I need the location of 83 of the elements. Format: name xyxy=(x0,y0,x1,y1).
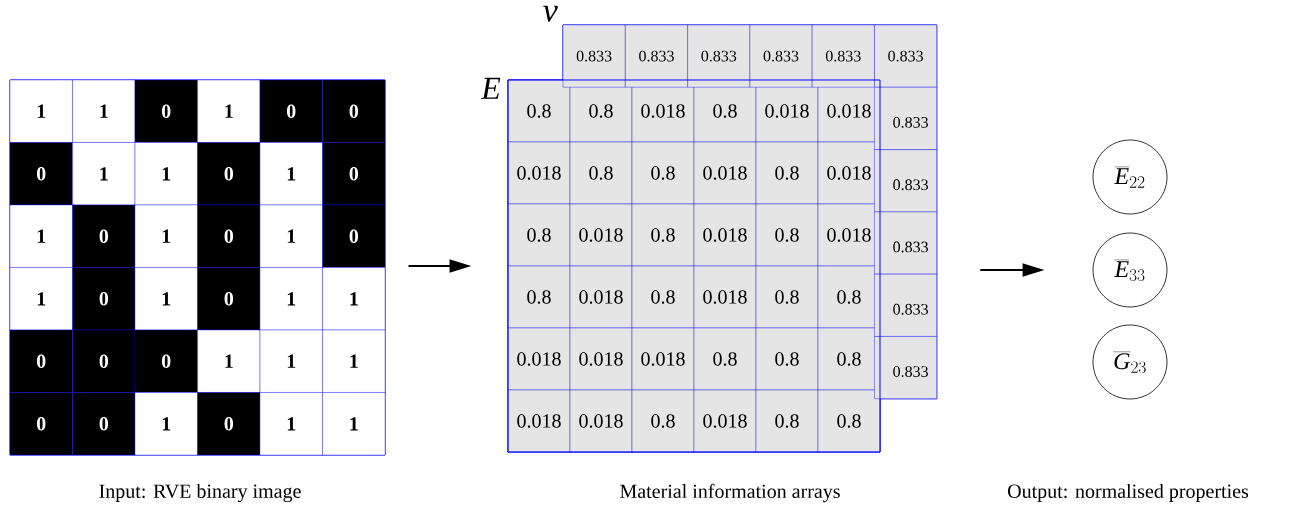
array-cell: 0.018 xyxy=(569,327,633,391)
array-cell: 0.8 xyxy=(507,79,571,143)
pixel-cell: 0 xyxy=(134,79,198,143)
array-cell: 0.8 xyxy=(755,265,819,329)
array-cell: 0.8 xyxy=(817,389,881,453)
array-cell: 0.8 xyxy=(631,141,695,205)
array-cell: 0.8 xyxy=(755,141,819,205)
pixel-cell: 1 xyxy=(134,142,198,206)
array-cell: 0.018 xyxy=(693,389,757,453)
array-cell: 0.833 xyxy=(749,24,813,88)
array-cell: 0.8 xyxy=(755,389,819,453)
pixel-cell: 1 xyxy=(197,329,261,393)
caption: Input: RVE binary image xyxy=(99,483,301,503)
node-label: E xyxy=(480,77,501,99)
array-cell: 0.833 xyxy=(874,149,937,213)
array-cell: 0.8 xyxy=(631,203,695,267)
pixel-cell: 0 xyxy=(72,392,136,456)
pixel-cell: 0 xyxy=(197,392,261,456)
pixel-cell: 1 xyxy=(259,267,323,331)
pixel-cell: 1 xyxy=(259,329,323,393)
array-cell: 0.833 xyxy=(562,24,626,88)
array-cell: 0.8 xyxy=(569,141,633,205)
array-cell: 0.018 xyxy=(693,141,757,205)
pixel-cell: 1 xyxy=(72,142,136,206)
pixel-cell: 0 xyxy=(9,142,73,206)
pixel-cell: 0 xyxy=(9,329,73,393)
pixel-cell: 0 xyxy=(197,267,261,331)
array-cell: 0.018 xyxy=(507,389,571,453)
pixel-cell: 1 xyxy=(322,329,386,393)
array-cell: 0.8 xyxy=(817,265,881,329)
pixel-cell: 1 xyxy=(259,392,323,456)
pixel-cell: 0 xyxy=(322,204,386,268)
pixel-cell: 1 xyxy=(134,392,198,456)
array-cell: 0.833 xyxy=(874,87,937,150)
array-cell: 0.833 xyxy=(811,24,875,88)
pixel-cell: 0 xyxy=(9,392,73,456)
pixel-cell: 0 xyxy=(72,267,136,331)
pixel-cell: 1 xyxy=(259,204,323,268)
array-cell: 0.833 xyxy=(625,24,688,88)
pixel-cell: 0 xyxy=(322,142,386,206)
array-cell: 0.8 xyxy=(693,327,757,391)
pixel-cell: 1 xyxy=(9,204,73,268)
array-cell: 0.018 xyxy=(631,327,695,391)
pixel-cell: 1 xyxy=(9,267,73,331)
array-cell: 0.8 xyxy=(631,389,695,453)
array-cell: 0.8 xyxy=(507,203,571,267)
pixel-cell: 1 xyxy=(197,79,261,143)
pixel-cell: 1 xyxy=(134,204,198,268)
array-cell: 0.8 xyxy=(817,327,881,391)
array-cell: 0.833 xyxy=(874,273,937,337)
pixel-cell: 1 xyxy=(134,267,198,331)
array-cell: 0.8 xyxy=(507,265,571,329)
pixel-cell: 1 xyxy=(322,267,386,331)
array-cell: 0.833 xyxy=(687,24,751,88)
pixel-cell: 1 xyxy=(259,142,323,206)
pixel-cell: 0 xyxy=(197,204,261,268)
array-cell: 0.018 xyxy=(507,327,571,391)
pixel-cell: 1 xyxy=(9,79,73,143)
pixel-cell: 0 xyxy=(72,329,136,393)
array-cell: 0.018 xyxy=(693,203,757,267)
array-cell: 0.018 xyxy=(693,265,757,329)
caption: Material information arrays xyxy=(620,483,840,503)
pixel-cell: 0 xyxy=(259,79,323,143)
array-cell: 0.8 xyxy=(631,265,695,329)
array-cell: 0.8 xyxy=(755,327,819,391)
pixel-cell: 1 xyxy=(72,79,136,143)
pixel-cell: 0 xyxy=(72,204,136,268)
array-cell: 0.833 xyxy=(874,336,937,399)
array-cell: 0.018 xyxy=(817,141,881,205)
pixel-cell: 0 xyxy=(134,329,198,393)
pixel-cell: 0 xyxy=(322,79,386,143)
array-cell: 0.018 xyxy=(817,203,881,267)
array-cell: 0.018 xyxy=(569,265,633,329)
array-cell: 0.018 xyxy=(569,203,633,267)
pixel-cell: 1 xyxy=(322,392,386,456)
array-cell: 0.8 xyxy=(755,203,819,267)
array-cell: 0.018 xyxy=(507,141,571,205)
node-label: ν xyxy=(543,5,558,22)
pixel-cell: 0 xyxy=(197,142,261,206)
caption: Output: normalised properties xyxy=(1008,483,1249,503)
array-cell: 0.833 xyxy=(874,211,937,275)
array-cell: 0.018 xyxy=(569,389,633,453)
array-cell: 0.833 xyxy=(874,24,937,88)
